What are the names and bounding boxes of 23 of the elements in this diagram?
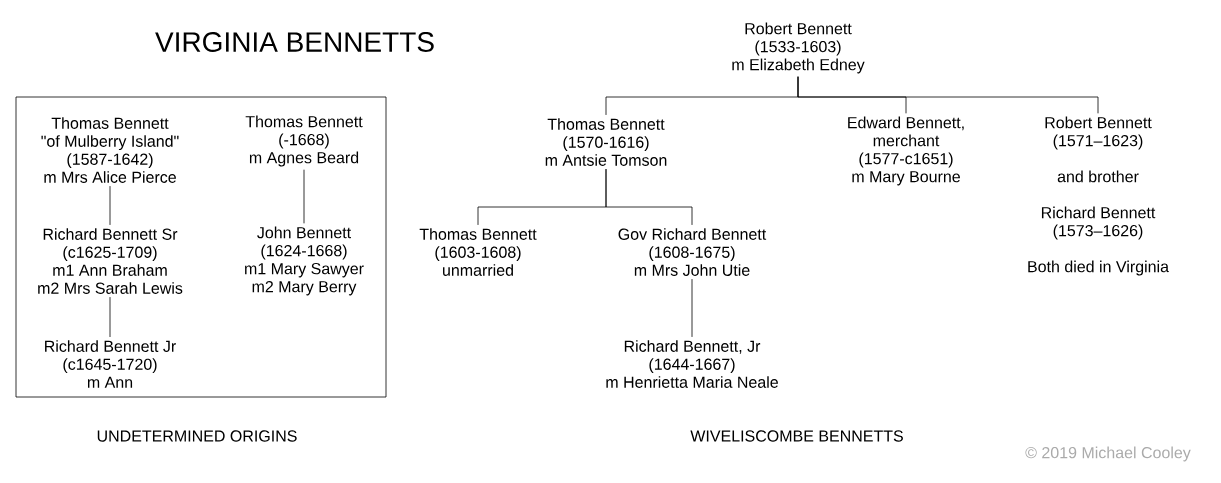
person-entry: Richard Bennett, Jr (1644-1667) m Henrietta Maria Neale	[606, 340, 778, 388]
person-entry: Thomas Bennett (-1668) m Agnes Beard	[245, 115, 363, 167]
person-entry: Thomas Bennett (1570-1616) m Antsie Tomson	[545, 118, 667, 166]
person-entry: John Bennett (1624-1668) m1 Mary Sawyer m2 Mary Berry	[245, 226, 364, 296]
person-entry: Richard Bennett Jr (c1645-1720) m Ann	[45, 340, 176, 388]
connector-line	[797, 76, 1099, 114]
connector-line	[691, 278, 693, 338]
group-caption: UNDETERMINED ORIGINS	[97, 430, 297, 442]
group-frame	[15, 96, 387, 398]
person-entry: Thomas Bennett "of Mulberry Island" (1587-1642) m Mrs Alice Pierce	[41, 117, 179, 183]
connector-line	[109, 185, 111, 226]
connector-line	[605, 168, 693, 226]
person-entry: Robert Bennett (1571–1623) and brother Richard Bennett (1573–1626) Both died in Virginia	[1028, 116, 1169, 276]
diagram-title: VIRGINIA BENNETTS	[155, 32, 434, 52]
connector-line	[303, 169, 305, 224]
person-entry: Robert Bennett (1533-1603) m Elizabeth Edney	[732, 22, 865, 74]
group-caption: WIVELISCOMBE BENNETTS	[690, 430, 903, 442]
connector-line	[109, 296, 111, 338]
person-entry: Edward Bennett, merchant (1577-c1651) m Mary Bourne	[848, 116, 964, 186]
person-entry: Gov Richard Bennett (1608-1675) m Mrs John Utie	[618, 228, 767, 276]
person-entry: Thomas Bennett (1603-1608) unmarried	[419, 228, 537, 276]
person-entry: Richard Bennett Sr (c1625-1709) m1 Ann Braham m2 Mrs Sarah Lewis	[38, 228, 183, 294]
copyright-note: © 2019 Michael Cooley	[1025, 446, 1191, 462]
